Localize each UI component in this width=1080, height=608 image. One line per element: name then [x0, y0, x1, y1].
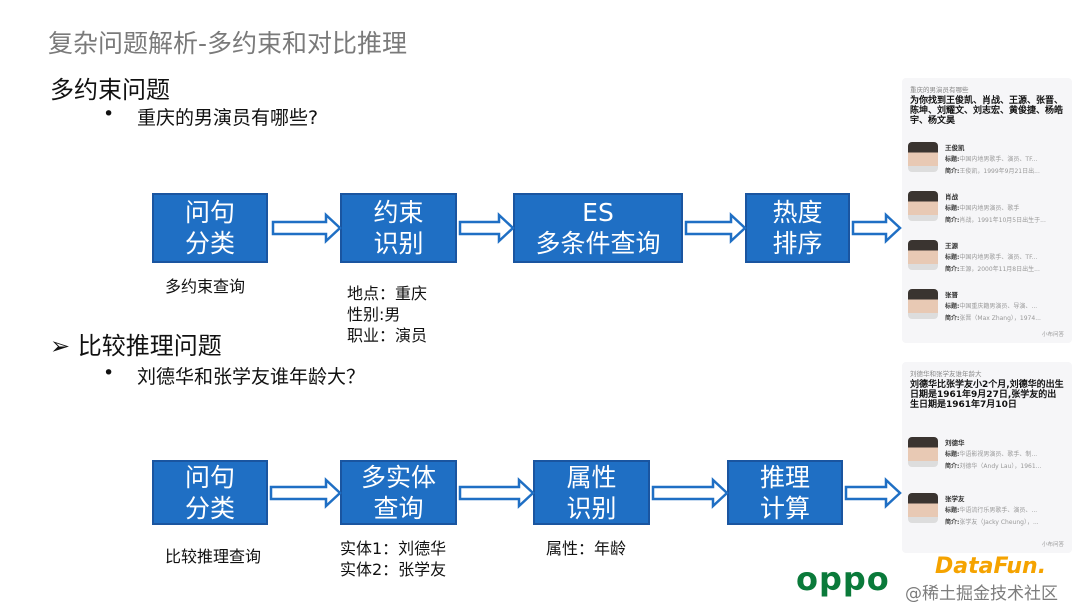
- item-intro: 简介:刘德华（Andy Lau），1961...: [945, 463, 1042, 470]
- item-tag: 标题:中国内地男歌手、演员、TF...: [945, 156, 1038, 163]
- item-tag: 标题:中国重庆籍男演员、导演、...: [945, 303, 1038, 310]
- section1-heading: 多约束问题: [50, 76, 170, 104]
- avatar: [908, 240, 938, 270]
- arrow-icon: [844, 477, 902, 509]
- section2-heading-text: 比较推理问题: [77, 332, 222, 360]
- result-item[interactable]: 肖战标题:中国内地男演员、歌手简介:肖战，1991年10月5日出生于...: [908, 191, 1066, 231]
- label-attribute: 属性：年龄: [546, 539, 627, 558]
- step-question-classify: 问句 分类: [152, 193, 268, 263]
- label-multi-constraint: 多约束查询: [165, 277, 246, 296]
- bullet-icon: •: [103, 362, 115, 384]
- avatar: [908, 493, 938, 523]
- step-es-query: ES 多条件查询: [513, 193, 683, 263]
- item-intro: 简介:肖战，1991年10月5日出生于...: [945, 217, 1046, 224]
- section2-question: 刘德华和张学友谁年龄大？: [137, 366, 366, 388]
- result-item[interactable]: 张晋标题:中国重庆籍男演员、导演、... 简介:张晋（Max Zhang），197…: [908, 289, 1066, 329]
- step-question-classify-2: 问句 分类: [152, 460, 268, 525]
- watermark: @稀土掘金技术社区: [905, 584, 1058, 604]
- avatar: [908, 191, 938, 221]
- arrow-icon: [269, 477, 342, 509]
- arrow-icon: [851, 212, 902, 244]
- avatar: [908, 142, 938, 172]
- panel-answer: 刘德华比张学友小2个月,刘德华的出生日期是1961年9月27日,张学友的出生日期…: [910, 380, 1064, 410]
- item-name: 王源: [945, 242, 958, 250]
- panel-answer: 为你找到王俊凯、肖战、王源、张晋、陈坤、刘耀文、刘志宏、黄俊捷、杨皓宇、杨文昊: [910, 96, 1064, 126]
- result-item[interactable]: 王俊凯标题:中国内地男歌手、演员、TF... 简介:王俊凯，1999年9月21日出…: [908, 142, 1066, 182]
- result-panel-actors: 重庆的男演员有哪些 为你找到王俊凯、肖战、王源、张晋、陈坤、刘耀文、刘志宏、黄俊…: [902, 78, 1072, 343]
- step-multi-entity-query: 多实体 查询: [340, 460, 457, 525]
- bullet-icon: •: [103, 103, 115, 125]
- slide-title: 复杂问题解析-多约束和对比推理: [48, 29, 408, 58]
- section1-question: 重庆的男演员有哪些?: [137, 107, 319, 129]
- item-name: 肖战: [945, 193, 958, 201]
- item-tag: 标题:中国内地男歌手、演员、TF...: [945, 254, 1038, 261]
- step-constraint-recognition: 约束 识别: [340, 193, 457, 263]
- item-intro: 简介:张学友（Jacky Cheung），...: [945, 519, 1039, 526]
- oppo-logo: oppo: [796, 560, 890, 598]
- item-name: 张学友: [945, 495, 965, 503]
- item-intro: 简介:王源，2000年11月8日出生...: [945, 266, 1040, 273]
- step-popularity-sort: 热度 排序: [745, 193, 850, 263]
- label-compare-query: 比较推理查询: [165, 547, 262, 566]
- result-item[interactable]: 刘德华标题:华语影视男演员、歌手、制... 简介:刘德华（Andy Lau），19…: [908, 437, 1066, 477]
- avatar: [908, 289, 938, 319]
- item-tag: 标题:华语影视男演员、歌手、制...: [945, 451, 1038, 458]
- result-panel-compare: 刘德华和张学友谁年龄大 刘德华比张学友小2个月,刘德华的出生日期是1961年9月…: [902, 362, 1072, 553]
- step-attribute-recognition: 属性 识别: [533, 460, 650, 525]
- panel-query: 刘德华和张学友谁年龄大: [910, 370, 982, 378]
- result-item[interactable]: 王源标题:中国内地男歌手、演员、TF... 简介:王源，2000年11月8日出生.…: [908, 240, 1066, 280]
- arrow-icon: [458, 212, 515, 244]
- result-item[interactable]: 张学友标题:华语流行乐男歌手、演员、... 简介:张学友（Jacky Cheung…: [908, 493, 1066, 533]
- item-intro: 简介:张晋（Max Zhang），1974...: [945, 315, 1041, 322]
- item-tag: 标题:华语流行乐男歌手、演员、...: [945, 507, 1038, 514]
- label-constraints: 地点：重庆 性别:男 职业：演员: [347, 284, 428, 345]
- arrow-icon: [271, 212, 342, 244]
- label-entities: 实体1：刘德华 实体2：张学友: [340, 539, 447, 579]
- arrow-bullet-icon: ➢: [50, 332, 78, 360]
- avatar: [908, 437, 938, 467]
- step-reasoning: 推理 计算: [727, 460, 843, 525]
- arrow-icon: [458, 477, 535, 509]
- more-link[interactable]: 小布问答: [1041, 332, 1064, 338]
- item-name: 王俊凯: [945, 144, 965, 152]
- item-name: 刘德华: [945, 439, 965, 447]
- panel-query: 重庆的男演员有哪些: [910, 86, 969, 94]
- arrow-icon: [651, 477, 729, 509]
- more-link[interactable]: 小布问答: [1041, 542, 1064, 548]
- item-name: 张晋: [945, 291, 958, 299]
- section2-heading: ➢ 比较推理问题: [50, 326, 222, 361]
- datafun-logo: DataFun.: [935, 554, 1047, 579]
- item-tag: 标题:中国内地男演员、歌手: [945, 205, 1020, 212]
- item-intro: 简介:王俊凯，1999年9月21日出...: [945, 168, 1040, 175]
- arrow-icon: [684, 212, 747, 244]
